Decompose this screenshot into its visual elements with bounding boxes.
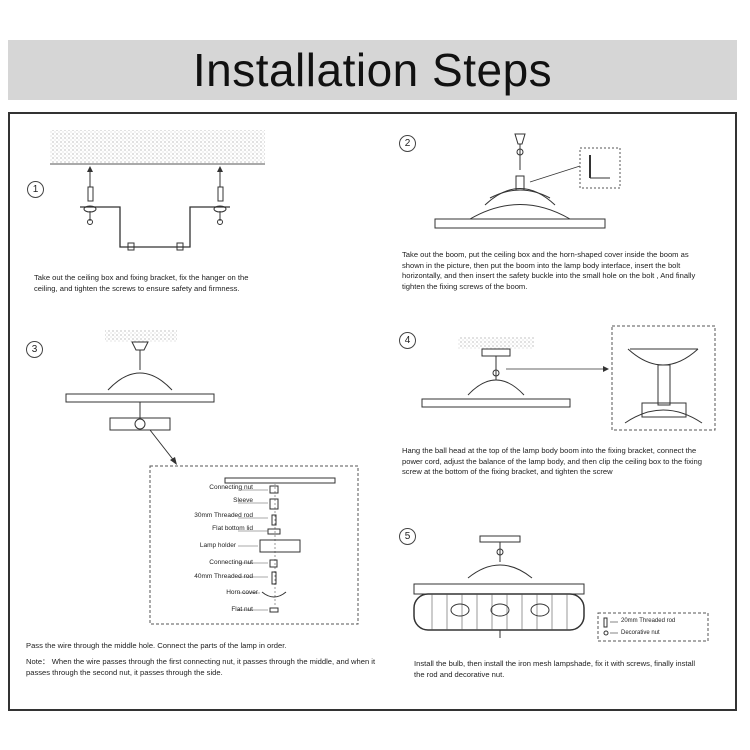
part-label: 40mm Threaded rod <box>194 573 253 580</box>
step-3-exploded-view <box>149 465 359 625</box>
iron-mesh-lampshade <box>413 593 585 631</box>
step-3-text: Pass the wire through the middle hole. C… <box>26 641 287 650</box>
lamp-base-plate <box>434 218 606 229</box>
part-label: Horn cover <box>226 589 258 596</box>
part-label: Lamp holder <box>199 542 236 549</box>
step-5-number: 5 <box>399 528 416 545</box>
lamp-dome <box>484 188 556 206</box>
part-label: Flat nut <box>231 606 253 613</box>
step-4-diagram <box>421 325 716 431</box>
step-1-text: Take out the ceiling box and fixing brac… <box>34 273 249 293</box>
step-5-diagram <box>413 535 585 638</box>
fixing-bracket <box>80 206 230 248</box>
part-label: 20mm Threaded rod <box>621 618 676 624</box>
part-label: Connecting nut <box>209 484 253 491</box>
page-title: Installation Steps <box>192 44 553 96</box>
part-label: 30mm Threaded rod <box>194 512 253 519</box>
step-5-parts-callout <box>597 612 709 642</box>
part-label: Decorative nut <box>621 630 660 636</box>
step-4-number: 4 <box>399 332 416 349</box>
step-2-text: Take out the boom, put the ceiling box a… <box>402 250 696 291</box>
part-label: Flat bottom lid <box>212 525 253 532</box>
ceiling <box>50 130 265 164</box>
step-2-diagram <box>434 133 621 229</box>
part-label: Sleeve <box>233 497 253 504</box>
title-banner: Installation Steps <box>8 40 737 100</box>
step-3-number: 3 <box>26 341 43 358</box>
instructions-frame <box>8 112 737 711</box>
part-label: Connecting nut <box>209 559 253 566</box>
step-4-text: Hang the ball head at the top of the lam… <box>402 446 703 476</box>
step-2-number: 2 <box>399 135 416 152</box>
step-1-diagram <box>50 130 265 251</box>
step-1-number: 1 <box>27 181 44 198</box>
step-5-text: Install the bulb, then install the iron … <box>414 659 696 679</box>
step-3-diagram <box>65 330 215 465</box>
step-3-note: Note： When the wire passes through the f… <box>26 657 376 677</box>
